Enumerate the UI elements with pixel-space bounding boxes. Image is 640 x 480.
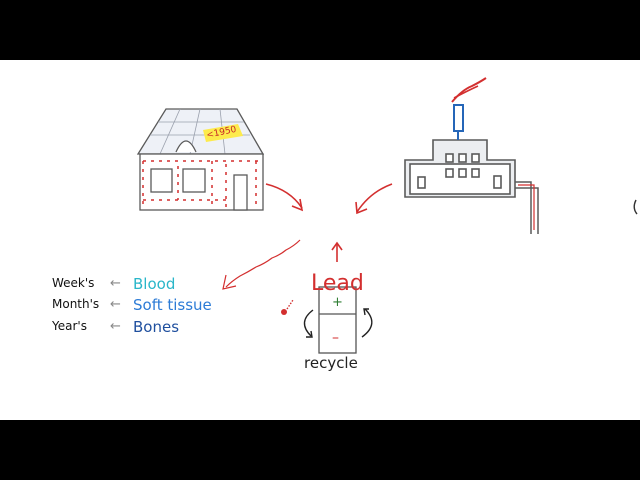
arrow-recycle-to-lead	[331, 241, 343, 262]
location-soft-tissue: Soft tissue	[133, 296, 212, 314]
offscreen-drawing-fragment	[633, 199, 638, 215]
arrow-weeks: ←	[110, 276, 121, 291]
duration-weeks: Week's	[52, 276, 95, 290]
battery-plus: +	[332, 295, 343, 310]
arrow-house-to-lead	[265, 183, 304, 212]
whiteboard-canvas: <1950	[0, 60, 640, 420]
plug-icon	[281, 299, 294, 315]
location-bones: Bones	[133, 318, 180, 336]
house-icon	[136, 108, 265, 211]
arrow-factory-to-lead	[355, 183, 393, 215]
arrow-years: ←	[110, 319, 121, 334]
duration-years: Year's	[52, 319, 87, 333]
battery-icon	[318, 286, 357, 354]
duration-months: Month's	[52, 297, 100, 311]
lead-label: Lead	[311, 271, 364, 296]
arrow-months: ←	[110, 297, 121, 312]
diagram-drawing: <1950	[136, 77, 638, 354]
location-blood: Blood	[133, 275, 176, 293]
battery-minus: –	[332, 330, 339, 346]
recycle-arrows-icon	[303, 308, 373, 338]
recycle-label: recycle	[304, 354, 358, 372]
arrow-lead-to-soft-tissue	[222, 239, 301, 290]
factory-icon	[404, 77, 539, 234]
